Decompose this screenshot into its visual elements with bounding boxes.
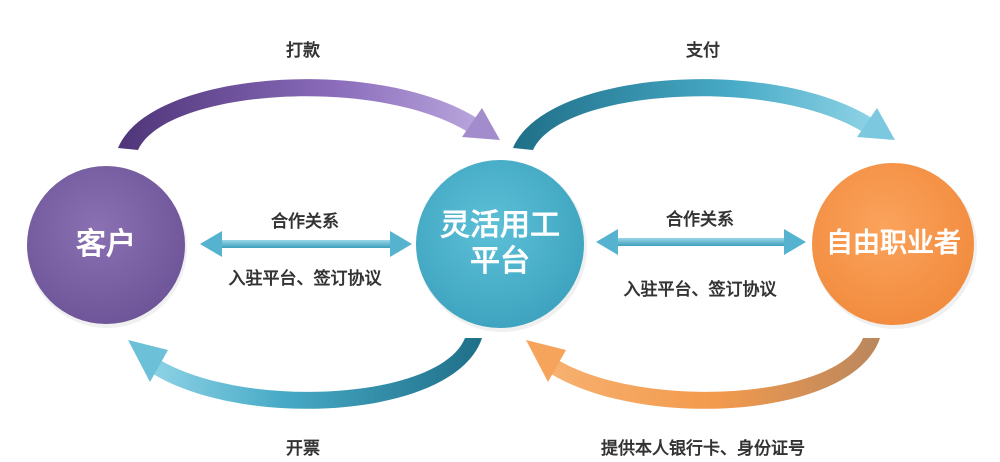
arc-pay-in [118, 79, 480, 150]
node-platform-circle [416, 160, 584, 328]
label-provide-info: 提供本人银行卡、身份证号 [601, 439, 805, 459]
arc-pay-out [513, 79, 875, 150]
label-pay-in: 打款 [286, 41, 320, 61]
arc-provide-info [548, 338, 880, 409]
label-invoice: 开票 [286, 439, 320, 459]
arc-pay-out-arrowhead [857, 108, 895, 140]
arc-pay-in-arrowhead [462, 108, 500, 140]
label-pay-out: 支付 [686, 41, 720, 61]
node-customer-label: 客户 [76, 227, 136, 262]
node-platform-line1: 灵活用工 [440, 208, 560, 243]
label-relation-right-bottom: 入驻平台、签订协议 [623, 280, 777, 300]
node-freelancer: 自由职业者 [812, 163, 975, 326]
node-customer: 客户 [27, 166, 185, 324]
double-arrow-left [200, 231, 412, 257]
node-platform: 灵活用工 平台 [416, 160, 584, 328]
node-customer-circle [27, 166, 185, 324]
label-relation-left-bottom: 入驻平台、签订协议 [228, 269, 382, 289]
node-platform-line2: 平台 [470, 244, 530, 279]
label-relation-left-top: 合作关系 [271, 212, 339, 232]
arc-invoice [150, 338, 482, 409]
node-freelancer-label: 自由职业者 [826, 228, 961, 260]
double-arrow-right [596, 229, 806, 255]
node-freelancer-circle [812, 163, 974, 325]
arc-invoice-arrowhead [128, 340, 168, 382]
label-relation-right-top: 合作关系 [666, 210, 734, 230]
arc-provide-info-arrowhead [526, 340, 566, 382]
